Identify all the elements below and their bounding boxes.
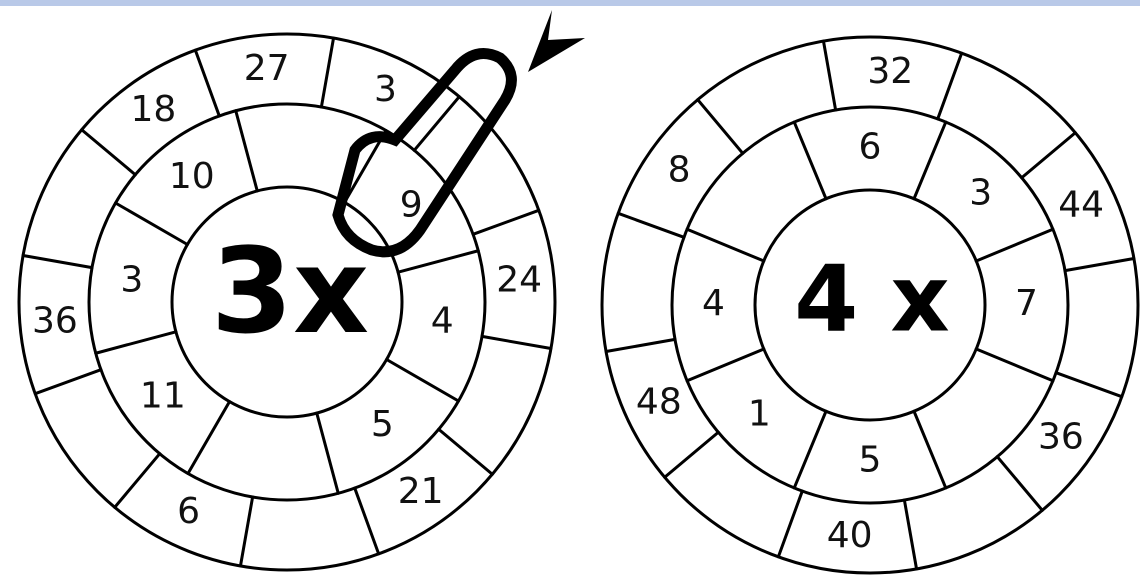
inner-cell-number: 3 (120, 260, 143, 301)
inner-spoke (687, 229, 764, 261)
outer-spoke (439, 429, 493, 474)
inner-spoke (116, 203, 188, 245)
outer-cell-number: 48 (636, 381, 682, 422)
inner-cell-number: 4 (702, 283, 725, 324)
center-label-4x: 4 x (794, 245, 949, 352)
wheel-3x: 3 24 21 6 36 18 27 9 4 5 11 3 10 3x (19, 34, 555, 570)
inner-spoke (236, 111, 257, 191)
outer-spoke (355, 488, 379, 554)
inner-cell-number: 6 (859, 127, 882, 168)
outer-spoke (1065, 258, 1134, 270)
inner-cell-number: 4 (431, 300, 454, 341)
inner-spoke (976, 229, 1053, 261)
inner-cell-number: 5 (371, 404, 394, 445)
outer-cell-number: 40 (827, 515, 873, 556)
outer-spoke (938, 53, 962, 119)
outer-spoke (778, 491, 802, 557)
inner-cell-number: 3 (969, 172, 992, 213)
inner-spoke (387, 360, 459, 402)
inner-spoke (794, 411, 826, 488)
inner-cell-number: 7 (1015, 283, 1038, 324)
inner-cell-number: 5 (859, 440, 882, 481)
outer-spoke (997, 457, 1042, 511)
inner-spoke (398, 251, 478, 272)
outer-cell-number: 44 (1058, 185, 1104, 226)
outer-spoke (23, 255, 92, 267)
outer-cell-number: 36 (1038, 417, 1084, 458)
inner-spoke (96, 332, 176, 353)
outer-spoke (698, 100, 743, 154)
outer-spoke (618, 213, 684, 237)
outer-spoke (321, 38, 333, 107)
outer-cell-number: 6 (177, 491, 200, 532)
outer-cell-number: 21 (398, 471, 444, 512)
inner-cell-number: 11 (140, 375, 186, 416)
outer-spoke (904, 500, 916, 569)
outer-cell-number: 8 (668, 149, 691, 190)
outer-spoke (1056, 373, 1122, 397)
inner-spoke (188, 402, 230, 474)
inner-spoke (914, 411, 946, 488)
wheel-4x: 32 44 36 40 48 8 3 7 5 1 4 6 4 x (602, 37, 1138, 573)
outer-cell-number: 36 (32, 300, 78, 341)
outer-spoke (115, 454, 160, 508)
inner-spoke (317, 413, 338, 493)
outer-cell-number: 27 (244, 48, 290, 89)
inner-cell-number: 1 (748, 394, 771, 435)
inner-spoke (687, 349, 764, 381)
arrowhead-icon (528, 10, 585, 72)
outer-spoke (473, 210, 539, 234)
inner-spoke (976, 349, 1053, 381)
outer-spoke (665, 432, 719, 477)
outer-spoke (823, 41, 835, 110)
outer-spoke (82, 130, 136, 175)
outer-cell-number: 3 (374, 69, 397, 110)
outer-spoke (35, 370, 101, 394)
inner-spoke (914, 122, 946, 199)
outer-spoke (482, 336, 551, 348)
outer-cell-number: 32 (867, 51, 913, 92)
outer-spoke (606, 339, 675, 351)
inner-cell-number: 10 (169, 156, 215, 197)
outer-cell-number: 18 (130, 89, 176, 130)
outer-spoke (195, 50, 219, 116)
inner-spoke (794, 122, 826, 199)
outer-cell-number: 24 (496, 260, 542, 301)
outer-spoke (240, 497, 252, 566)
outer-spoke (1022, 133, 1076, 178)
inner-cell-number: 9 (400, 185, 423, 226)
center-label-3x: 3x (211, 222, 369, 360)
